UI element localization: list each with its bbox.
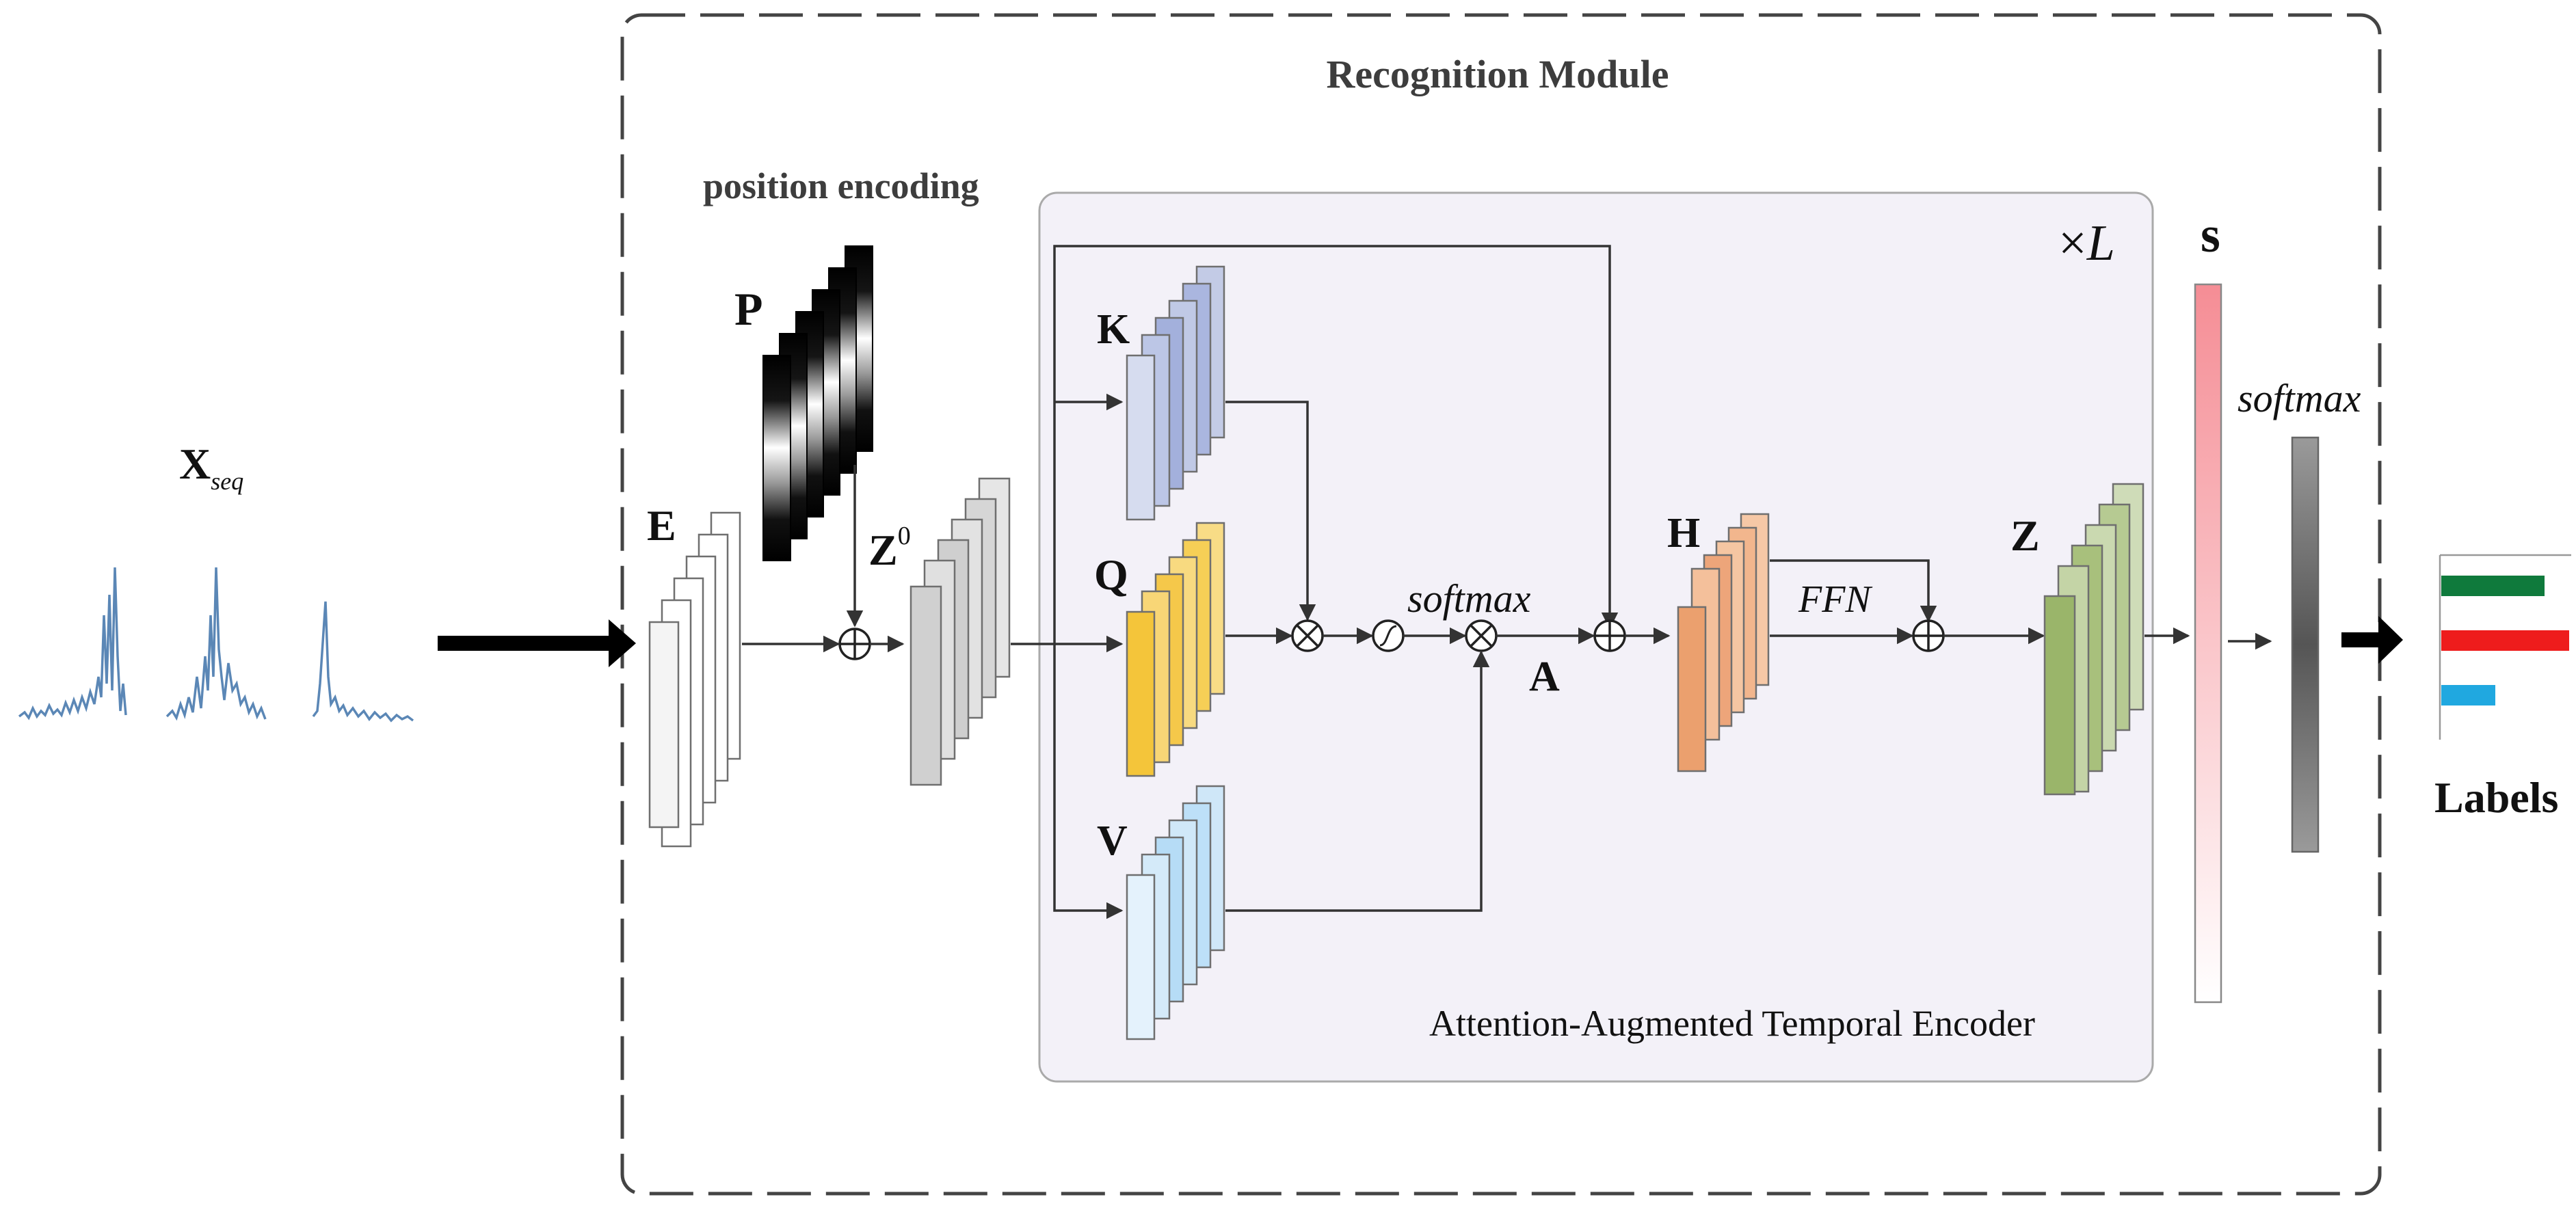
ffn-label: FFN [1798,578,1872,621]
A-label: A [1529,654,1560,700]
input-signal-1 [18,567,127,721]
softmax-output-label: softmax [2238,376,2361,420]
encoder-caption: Attention-Augmented Temporal Encoder [1429,1003,2035,1044]
P-label: P [734,283,763,335]
E-label: E [647,501,676,550]
output-label-bar-2 [2441,630,2569,651]
input-signal-3 [312,601,414,723]
E-stack [648,511,741,848]
recognition-module-frame [620,13,2382,1196]
softmax-output-bar [2291,436,2320,853]
Z0-stack [909,477,1011,786]
K-stack [1126,265,1225,521]
K-label: K [1097,306,1130,353]
s-label: s [2201,207,2220,263]
s-vector [2194,283,2222,1004]
output-arrow-shaft [2341,632,2382,647]
labels-caption: Labels [2434,773,2558,822]
output-arrow-head [2378,616,2403,664]
H-label: H [1667,510,1700,556]
Z0-label: Z0 [868,522,911,574]
output-label-bar-1 [2441,576,2545,596]
Q-stack [1126,522,1225,777]
add-node-pe [838,628,871,660]
multiply-node-av [1465,619,1498,652]
position-encoding-label: position encoding [703,165,979,206]
repeat-label: ×L [2058,215,2115,271]
Z-label: Z [2010,511,2040,560]
add-node-residual [1593,619,1626,652]
multiply-node-qk [1291,619,1324,652]
Q-label: Q [1094,550,1128,599]
output-label-bars [2439,554,2571,740]
H-stack [1677,513,1770,772]
add-node-ffn [1912,619,1945,652]
V-stack [1126,785,1225,1040]
softmax-attention-label: softmax [1407,576,1531,621]
output-label-bar-3 [2441,685,2495,705]
input-arrow-shaft [438,636,613,651]
recognition-module-title: Recognition Module [1326,52,1669,96]
input-signal-2 [165,567,267,721]
P-stack [762,245,873,561]
softmax-sigmoid-node [1372,619,1405,652]
input-arrow-head [609,619,636,667]
V-label: V [1097,818,1128,864]
Z-stack [2043,483,2145,796]
x-seq-label: Xseq [179,440,243,495]
